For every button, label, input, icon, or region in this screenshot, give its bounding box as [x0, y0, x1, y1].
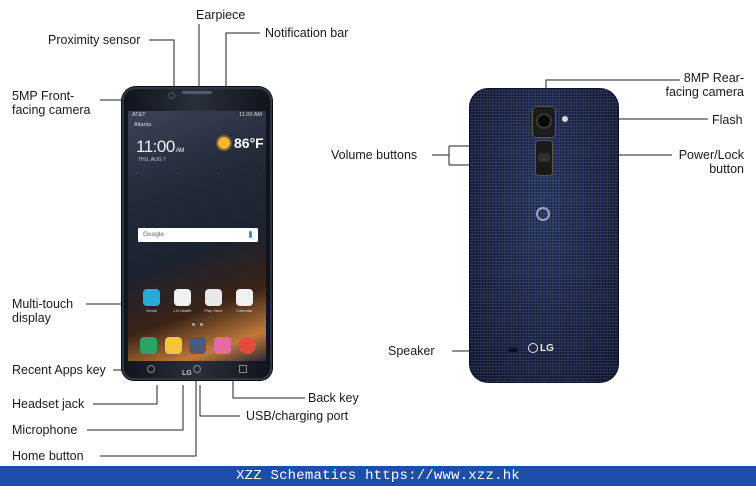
weather-forecast-row: ····: [136, 171, 260, 176]
label-headset-jack: Headset jack: [12, 397, 85, 411]
status-time: 11:00 AM: [239, 112, 262, 118]
front-lg-logo: LG: [182, 370, 192, 377]
label-usb-port: USB/charging port: [246, 409, 349, 423]
clock-time: 11:00: [136, 137, 175, 156]
weather-location: Atlanta: [134, 122, 152, 128]
camera-app-icon[interactable]: [189, 337, 207, 354]
dock: [136, 337, 260, 354]
calendar-icon: [236, 289, 253, 306]
google-search-bar[interactable]: Google: [138, 228, 258, 242]
app-email[interactable]: Email: [142, 289, 162, 313]
recent-apps-icon[interactable]: [239, 365, 247, 373]
back-lg-logo: LG: [528, 343, 554, 354]
email-icon: [143, 289, 160, 306]
navigation-bar: [128, 363, 266, 375]
app-label: Play Store: [204, 308, 223, 313]
app-label: Calendar: [236, 308, 253, 313]
app-play-store[interactable]: Play Store: [204, 289, 224, 313]
phone-screen: AT&T 11:00 AM Atlanta 11:00AM THU, AUG 7…: [128, 111, 266, 361]
usb-line: [199, 385, 240, 417]
label-touch-display: Multi-touch display: [12, 297, 74, 325]
label-front-camera: 5MP Front- facing camera: [12, 89, 91, 117]
front-phone: AT&T 11:00 AM Atlanta 11:00AM THU, AUG 7…: [122, 87, 272, 380]
label-recent-apps: Recent Apps key: [12, 363, 106, 377]
label-proximity-sensor: Proximity sensor: [48, 33, 141, 47]
back-phone: LG: [470, 89, 618, 382]
clock-widget: 11:00AM: [136, 137, 184, 157]
label-volume-buttons: Volume buttons: [331, 148, 418, 162]
speaker-grille: [508, 348, 518, 352]
label-microphone: Microphone: [12, 423, 78, 437]
label-speaker: Speaker: [388, 344, 435, 358]
mic-icon[interactable]: [249, 231, 252, 238]
home-app-row: Email LG Health Play Store Calendar: [136, 289, 260, 313]
play-store-icon: [205, 289, 222, 306]
status-bar: AT&T 11:00 AM: [128, 111, 266, 122]
footer-watermark: XZZ Schematics https://www.xzz.hk: [0, 466, 756, 486]
label-home-button: Home button: [12, 449, 84, 463]
health-icon: [174, 289, 191, 306]
label-earpiece: Earpiece: [196, 8, 246, 22]
temperature: 86°F: [234, 135, 264, 151]
app-lg-health[interactable]: LG Health: [173, 289, 193, 313]
earpiece: [182, 91, 212, 94]
headset-line: [93, 385, 158, 405]
label-notification-bar: Notification bar: [265, 26, 349, 40]
front-camera: [169, 93, 174, 98]
app-label: LG Health: [173, 308, 192, 313]
label-power-lock: Power/Lock button: [678, 148, 744, 176]
app-calendar[interactable]: Calendar: [235, 289, 255, 313]
flash-icon: [562, 116, 568, 122]
clock-date: THU, AUG 7: [138, 157, 166, 163]
sun-icon: [218, 137, 230, 149]
rear-key-cluster: [536, 141, 552, 175]
phone-icon[interactable]: [139, 337, 157, 354]
att-logo-icon: [536, 207, 550, 221]
clock-ampm: AM: [175, 148, 185, 154]
rear-camera: [533, 107, 555, 137]
back-logo-text: LG: [540, 343, 554, 354]
app-label: Email: [146, 308, 157, 313]
google-label: Google: [143, 231, 164, 238]
microphone-line: [87, 385, 184, 431]
label-flash: Flash: [712, 113, 743, 127]
label-rear-camera: 8MP Rear- facing camera: [665, 71, 744, 99]
page-indicator: [192, 323, 203, 326]
messaging-icon[interactable]: [164, 337, 182, 354]
label-back-key: Back key: [308, 391, 359, 405]
home-button-icon[interactable]: [193, 365, 201, 373]
gallery-icon[interactable]: [214, 337, 232, 354]
back-key-icon[interactable]: [147, 365, 155, 373]
chrome-icon[interactable]: [239, 337, 257, 354]
carrier-text: AT&T: [132, 112, 146, 118]
